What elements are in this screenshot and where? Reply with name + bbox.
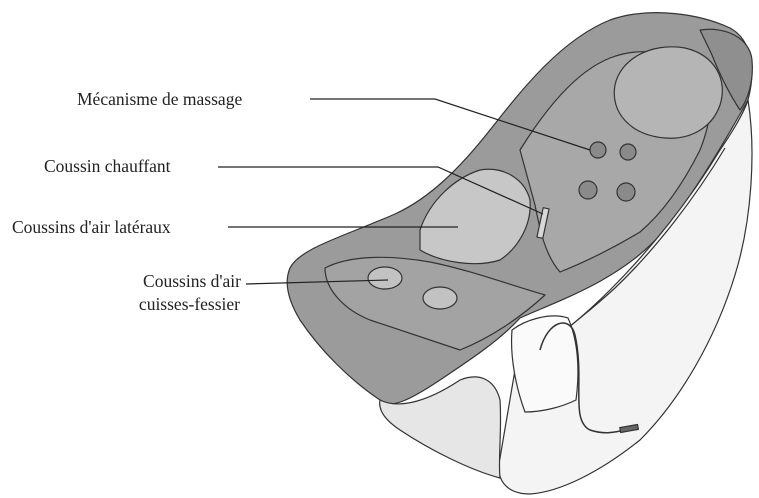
headrest-pillow	[614, 47, 722, 138]
label-thigh-seat-airbags-line2: cuisses-fessier	[139, 294, 240, 314]
label-thigh-seat-airbags-line1: Coussins d'air	[143, 271, 241, 291]
label-heating-cushion: Coussin chauffant	[44, 156, 171, 176]
label-massage-mechanism: Mécanisme de massage	[77, 89, 242, 109]
roller-lower-right	[617, 183, 635, 201]
seat-air-cushion-front	[368, 267, 402, 289]
seat-air-cushion-rear	[423, 287, 457, 309]
roller-lower-left	[579, 181, 597, 199]
roller-upper-left	[590, 142, 606, 158]
side-pocket	[512, 316, 578, 412]
label-side-airbags: Coussins d'air latéraux	[12, 217, 171, 237]
massage-chair-illustration	[287, 13, 752, 494]
roller-upper-right	[620, 144, 636, 160]
